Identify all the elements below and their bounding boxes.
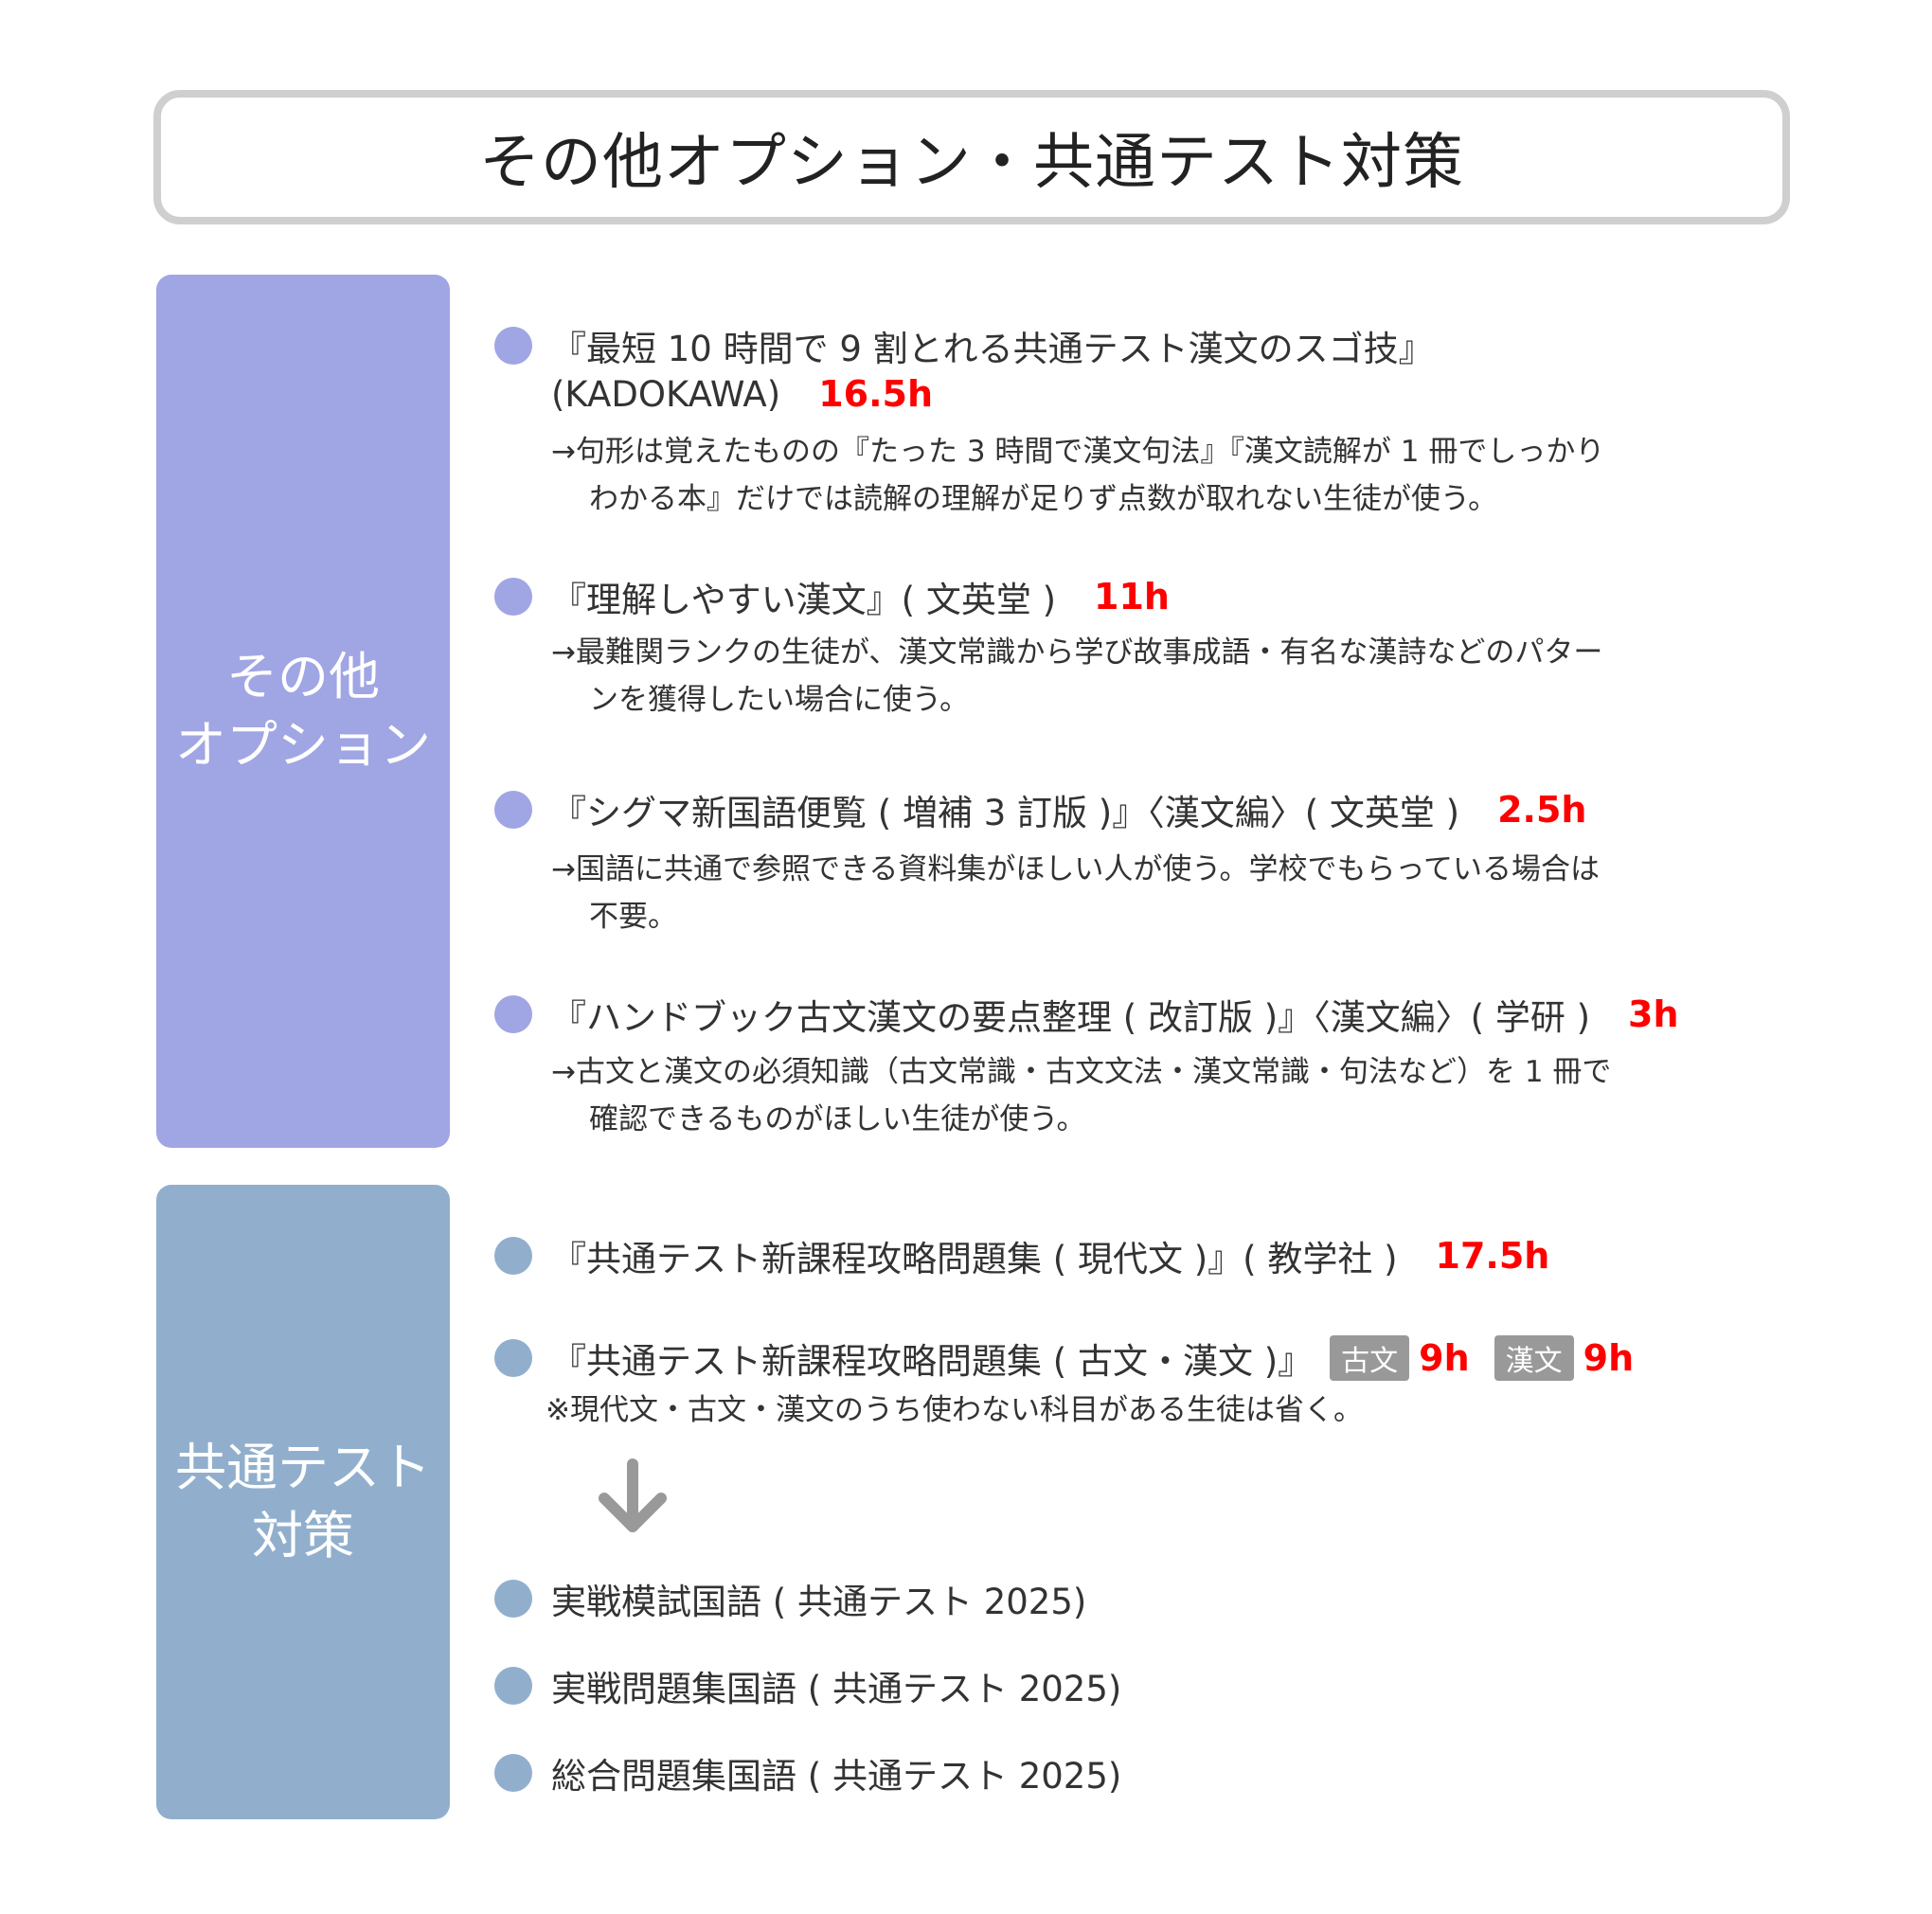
list-item: 『理解しやすい漢文』( 文英堂 ) 11h [494,571,1170,622]
bullet-icon [494,1580,532,1618]
bullet-icon [494,327,532,365]
item-hours: 16.5h [818,373,933,415]
section-label-line: 対策 [252,1506,354,1565]
note-line: →古文と漢文の必須知識（古文常識・古文文法・漢文常識・句法など）を 1 冊で [551,1055,1612,1089]
section-label-line: 共通テスト [175,1438,431,1497]
bullet-icon [494,791,532,829]
item-title: 『理解しやすい漢文』( 文英堂 ) [551,580,1057,620]
item-publisher: (KADOKAWA) [551,373,781,415]
page-title-box: その他オプション・共通テスト対策 [153,90,1790,224]
list-item: 『シグマ新国語便覧 ( 増補 3 訂版 )』〈漢文編〉( 文英堂 ) 2.5h [494,784,1586,835]
item-title: 『最短 10 時間で 9 割とれる共通テスト漢文のスゴ技』 [551,329,1434,369]
bullet-icon [494,1339,532,1377]
item-title: 『共通テスト新課程攻略問題集 ( 古文・漢文 )』 [551,1341,1314,1382]
list-item: 『共通テスト新課程攻略問題集 ( 古文・漢文 )』 古文 9h 漢文 9h [494,1333,1634,1384]
section-label-line: オプション [175,715,431,775]
note-line: 不要。 [589,900,677,934]
note-line: →最難関ランクの生徒が、漢文常識から学び故事成語・有名な漢詩などのパター [551,635,1603,670]
page-title: その他オプション・共通テスト対策 [479,128,1464,198]
subject-tag-kanbun: 漢文 [1494,1335,1574,1381]
section-label-common-test: 共通テスト 対策 [156,1185,450,1819]
list-item: 総合問題集国語 ( 共通テスト 2025) [494,1747,1121,1798]
note-line: →国語に共通で参照できる資料集がほしい人が使う。学校でもらっている場合は [551,852,1600,886]
item-hours: 17.5h [1435,1235,1550,1277]
item-note: →句形は覚えたものの『たった 3 時間で漢文句法』『漢文読解が 1 冊でしっかり… [551,428,1604,523]
item-note: →古文と漢文の必須知識（古文常識・古文文法・漢文常識・句法など）を 1 冊で 確… [551,1048,1611,1143]
list-item: 『最短 10 時間で 9 割とれる共通テスト漢文のスゴ技』 [494,320,1434,371]
note-line: →句形は覚えたものの『たった 3 時間で漢文句法』『漢文読解が 1 冊でしっかり [551,435,1605,469]
item-title: 実戦問題集国語 ( 共通テスト 2025) [551,1669,1122,1709]
bullet-icon [494,578,532,616]
item-note: ※現代文・古文・漢文のうち使わない科目がある生徒は省く。 [546,1386,1363,1434]
note-line: 確認できるものがほしい生徒が使う。 [589,1102,1086,1136]
bullet-icon [494,1667,532,1705]
note-line: わかる本』だけでは読解の理解が足りず点数が取れない生徒が使う。 [589,482,1498,516]
item-hours: 3h [1628,993,1679,1035]
bullet-icon [494,1237,532,1275]
note-line: ※現代文・古文・漢文のうち使わない科目がある生徒は省く。 [546,1393,1363,1427]
list-item: 『共通テスト新課程攻略問題集 ( 現代文 )』( 教学社 ) 17.5h [494,1230,1549,1281]
list-item: 実戦模試国語 ( 共通テスト 2025) [494,1573,1086,1624]
item-hours: 9h [1419,1337,1470,1379]
bullet-icon [494,995,532,1033]
subject-tag-kobun: 古文 [1330,1335,1410,1381]
bullet-icon [494,1754,532,1792]
section-label-other-options: その他 オプション [156,275,450,1148]
item-hours: 11h [1094,576,1170,617]
list-item: 『ハンドブック古文漢文の要点整理 ( 改訂版 )』〈漢文編〉( 学研 ) 3h [494,989,1679,1040]
item-title: 『ハンドブック古文漢文の要点整理 ( 改訂版 )』〈漢文編〉( 学研 ) [551,997,1591,1038]
item-title: 実戦模試国語 ( 共通テスト 2025) [551,1582,1087,1622]
item-title: 『共通テスト新課程攻略問題集 ( 現代文 )』( 教学社 ) [551,1239,1398,1279]
note-line: ンを獲得したい場合に使う。 [589,683,970,717]
item-title: 総合問題集国語 ( 共通テスト 2025) [551,1756,1122,1797]
section-label-line: その他 [226,647,380,707]
item-note: →最難関ランクの生徒が、漢文常識から学び故事成語・有名な漢詩などのパター ンを獲… [551,629,1602,724]
arrow-down-icon [599,1458,667,1532]
list-item-cont: (KADOKAWA) 16.5h [551,373,933,415]
list-item: 実戦問題集国語 ( 共通テスト 2025) [494,1660,1121,1711]
item-hours: 9h [1583,1337,1635,1379]
item-title: 『シグマ新国語便覧 ( 増補 3 訂版 )』〈漢文編〉( 文英堂 ) [551,793,1460,833]
item-hours: 2.5h [1497,789,1587,831]
item-note: →国語に共通で参照できる資料集がほしい人が使う。学校でもらっている場合は 不要。 [551,846,1600,940]
